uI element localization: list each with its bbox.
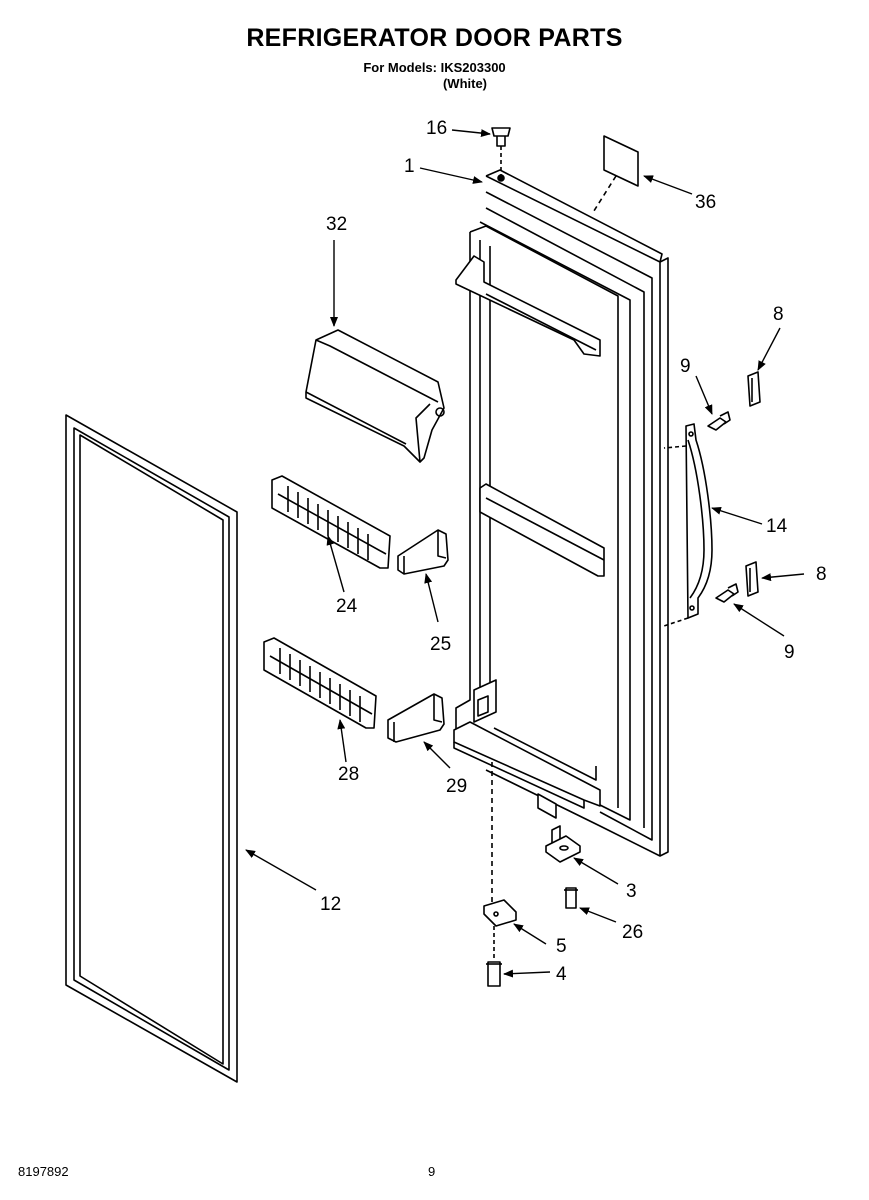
door-handle-14-part xyxy=(663,423,713,627)
callout-5: 5 xyxy=(556,936,567,957)
door-liner-part xyxy=(453,169,669,857)
callout-24: 24 xyxy=(336,596,358,617)
models-line: For Models: IKS203300 xyxy=(363,60,506,75)
dairy-door-32-part xyxy=(305,329,445,463)
callout-16: 16 xyxy=(426,118,447,139)
page-title: REFRIGERATOR DOOR PARTS xyxy=(246,24,623,52)
callout-28: 28 xyxy=(338,764,359,785)
callout-4: 4 xyxy=(556,964,567,985)
shelf-bar-28-part xyxy=(263,637,377,729)
callout-14: 14 xyxy=(766,516,788,537)
callout-25: 25 xyxy=(430,634,451,655)
callout-8-top: 8 xyxy=(773,304,784,325)
callout-3: 3 xyxy=(626,881,637,902)
clip-8-top-part xyxy=(747,371,761,407)
screw-16-part xyxy=(491,127,511,182)
callout-8-bottom: 8 xyxy=(816,564,827,585)
page-number: 9 xyxy=(428,1164,436,1179)
screw-4-part xyxy=(486,926,502,987)
callout-1: 1 xyxy=(404,156,415,177)
clip-8-bottom-part xyxy=(745,561,759,597)
callout-36: 36 xyxy=(695,192,716,213)
bracket-5-part xyxy=(483,762,517,927)
end-cap-25-part xyxy=(397,529,449,575)
document-number: 8197892 xyxy=(18,1164,69,1179)
color-line: (White) xyxy=(442,76,488,91)
end-cap-29-part xyxy=(387,693,445,743)
screw-26-part xyxy=(564,887,578,909)
shelf-bar-24-part xyxy=(271,475,391,569)
door-gasket-part xyxy=(65,414,238,1083)
callout-9-bottom: 9 xyxy=(784,642,795,663)
label-36-part xyxy=(591,135,639,215)
hinge-3-part xyxy=(545,825,581,863)
callout-29: 29 xyxy=(446,776,467,797)
callout-26: 26 xyxy=(622,922,643,943)
callout-labels: 16 1 36 32 8 9 14 8 9 24 25 28 29 12 3 2… xyxy=(320,118,827,985)
leader-lines xyxy=(245,129,805,978)
callout-12: 12 xyxy=(320,894,341,915)
callout-9-top: 9 xyxy=(680,356,691,377)
screw-9-top-part xyxy=(707,411,731,431)
callout-32: 32 xyxy=(326,214,347,235)
screw-9-bottom-part xyxy=(715,583,739,603)
